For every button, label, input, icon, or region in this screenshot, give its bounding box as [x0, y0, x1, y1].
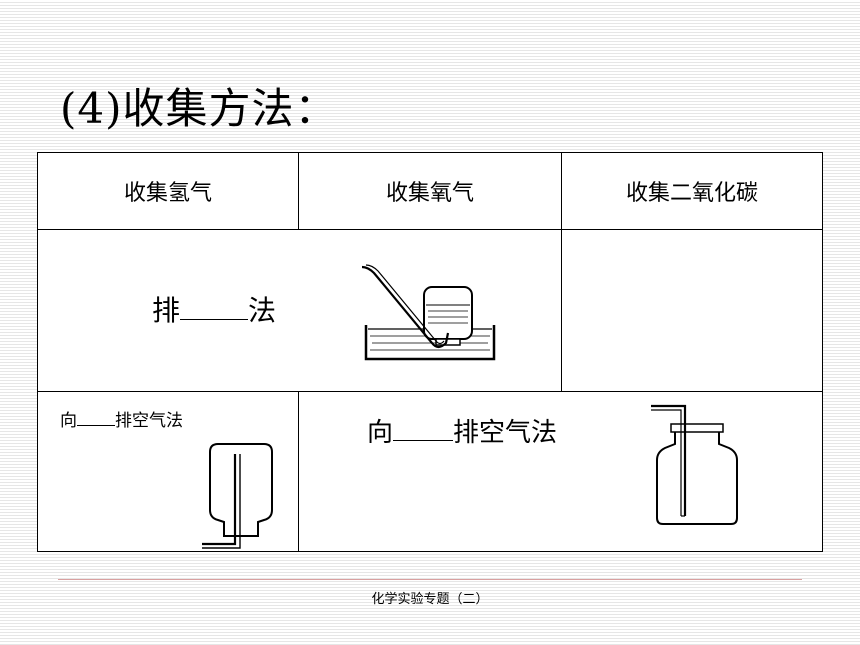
answer-blank — [77, 425, 115, 426]
slide-footer: 化学实验专题（二） — [371, 592, 489, 607]
answer-blank — [180, 319, 249, 320]
water-suffix: 法 — [248, 294, 277, 327]
upward-displacement-text: 向 排空气法 — [367, 412, 557, 449]
slide-title: (4)收集方法： — [60, 84, 338, 133]
row2-downward-cell: 向 排空气法 — [37, 391, 299, 552]
header-hydrogen: 收集氢气 — [37, 152, 299, 230]
header-oxygen-label: 收集氧气 — [385, 181, 474, 206]
answer-blank — [393, 440, 454, 441]
up-prefix: 向 — [367, 418, 394, 448]
row1-co2-cell — [561, 229, 823, 392]
down-prefix: 向 — [60, 411, 77, 431]
water-displacement-apparatus-icon — [360, 263, 512, 363]
header-co2: 收集二氧化碳 — [561, 152, 823, 230]
downward-air-displacement-bottle-icon — [202, 440, 280, 550]
header-oxygen: 收集氧气 — [298, 152, 562, 230]
water-prefix: 排 — [152, 294, 181, 327]
footer-divider — [58, 579, 802, 580]
row2-upward-cell: 向 排空气法 — [298, 391, 823, 552]
downward-displacement-text: 向 排空气法 — [60, 406, 183, 431]
header-co2-label: 收集二氧化碳 — [625, 181, 758, 206]
row1-water-displacement-cell: 排法 — [37, 229, 562, 392]
water-displacement-text: 排法 — [152, 289, 276, 329]
down-suffix: 排空气法 — [115, 411, 183, 431]
up-suffix: 排空气法 — [453, 418, 558, 448]
header-hydrogen-label: 收集氢气 — [123, 181, 212, 206]
upward-air-displacement-bottle-icon — [651, 402, 743, 526]
collection-methods-table: 收集氢气 收集氧气 收集二氧化碳 排法 向 — [37, 152, 823, 552]
